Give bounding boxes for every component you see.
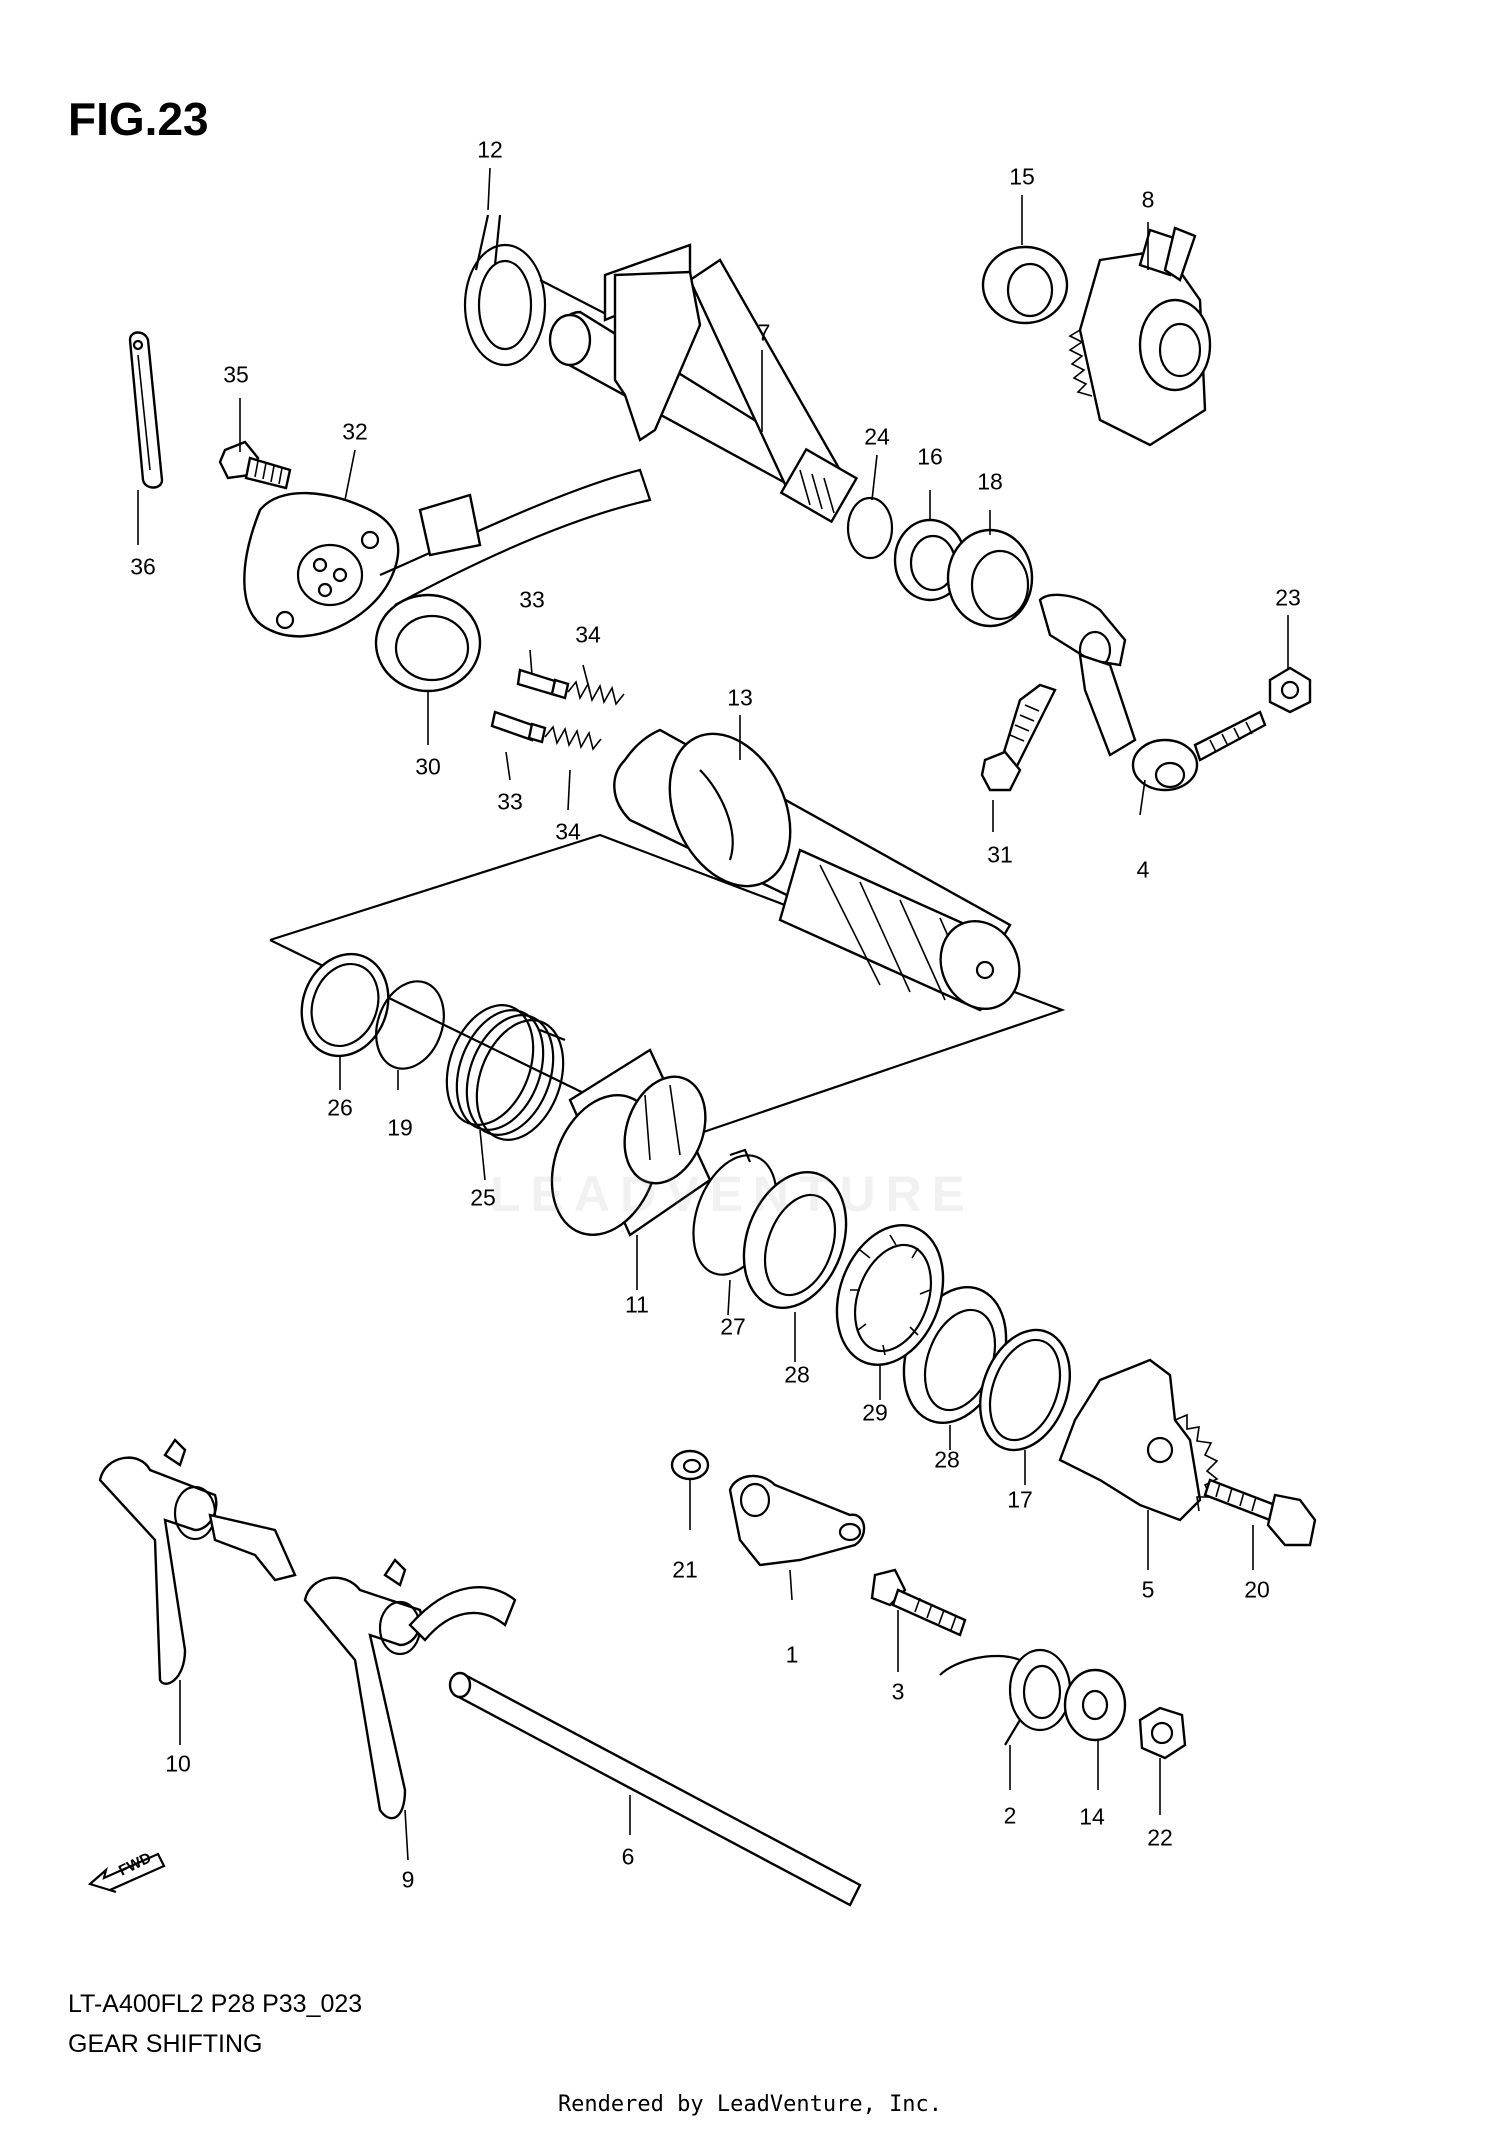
callout-21: 21 [672,1556,698,1583]
part-25-spring [445,1004,566,1141]
callout-27: 27 [720,1313,746,1340]
part-4-arm [1038,593,1267,792]
diagram-subtitle: GEAR SHIFTING [68,2030,263,2058]
part-18-seal [946,528,1034,628]
callout-8: 8 [1141,186,1155,213]
callout-33-upper: 33 [519,586,545,613]
callout-4: 4 [1136,856,1150,883]
part-21-washer [670,1449,710,1481]
part-8-gear-segment [1068,226,1212,447]
callout-12: 12 [477,136,503,163]
part-33-pin-upper [516,668,570,700]
part-26-ring [300,952,390,1058]
callout-13: 13 [727,684,753,711]
part-2-return-spring [939,1648,1072,1746]
callout-2: 2 [1003,1802,1017,1829]
callout-28-b: 28 [934,1446,960,1473]
callout-28-a: 28 [784,1361,810,1388]
part-36-clip [128,331,164,489]
callout-17: 17 [1007,1486,1033,1513]
callout-15: 15 [1009,163,1035,190]
callout-34-upper: 34 [575,621,601,648]
part-15-bushing [981,245,1069,325]
callout-36: 36 [130,553,156,580]
part-5-cam-plate [1058,1358,1219,1522]
part-22-nut [1138,1706,1187,1760]
part-24-circlip [846,496,894,560]
callout-34-lower: 34 [555,818,581,845]
callout-20: 20 [1244,1576,1270,1603]
part-3-bolt [870,1568,967,1637]
callout-22: 22 [1147,1824,1173,1851]
part-30-washer [374,593,482,693]
part-34-spring-upper [567,680,625,706]
callout-16: 16 [917,443,943,470]
callout-9: 9 [401,1866,415,1893]
part-32-sensor [243,468,652,638]
watermark-logo-icon: LEADVENTURE [490,1166,976,1222]
callout-25: 25 [470,1184,496,1211]
part-13-shift-cam [613,728,1021,1012]
fwd-arrow-icon [88,1852,166,1894]
callout-23: 23 [1275,584,1301,611]
callout-29: 29 [862,1399,888,1426]
callout-7: 7 [757,319,771,346]
callout-6: 6 [621,1843,635,1870]
part-29-bearing [835,1224,945,1366]
callout-11: 11 [625,1291,649,1318]
callout-14: 14 [1079,1803,1105,1830]
part-10-shift-fork [98,1438,297,1685]
model-code: LT-A400FL2 P28 P33_023 [68,1990,363,2018]
part-14-washer [1063,1668,1127,1742]
callout-32: 32 [342,418,368,445]
part-1-stopper-arm [728,1474,866,1567]
part-11-sleeve [550,1048,712,1237]
part-9-shift-fork [303,1558,517,1820]
part-20-bolt [1203,1478,1317,1547]
callout-1: 1 [785,1641,799,1668]
part-19-circlip [375,980,445,1070]
assembly-outline [269,833,1066,1142]
callout-33-lower: 33 [497,788,523,815]
part-34-spring-lower [544,725,602,751]
render-credit: Rendered by LeadVenture, Inc. [557,2092,943,2117]
part-33-pin-lower [490,710,547,744]
callout-18: 18 [977,468,1003,495]
part-28-washer-a [742,1171,848,1309]
callout-26: 26 [327,1094,353,1121]
figure-title: FIG.23 [68,93,209,145]
part-12-spring [463,214,609,367]
callout-19: 19 [387,1114,413,1141]
callout-30: 30 [415,753,441,780]
callout-10: 10 [165,1750,191,1777]
callout-35: 35 [223,361,249,388]
leader-lines [137,167,1289,1861]
part-23-nut [1268,666,1312,714]
callout-31: 31 [987,841,1013,868]
callout-5: 5 [1141,1576,1155,1603]
part-17-oring [978,1328,1072,1452]
part-35-bolt [218,440,292,490]
part-6-fork-shaft [448,1671,862,1907]
part-31-bolt [980,683,1057,792]
callout-3: 3 [891,1678,905,1705]
part-7-shift-shaft [548,243,859,524]
callout-24: 24 [864,423,890,450]
